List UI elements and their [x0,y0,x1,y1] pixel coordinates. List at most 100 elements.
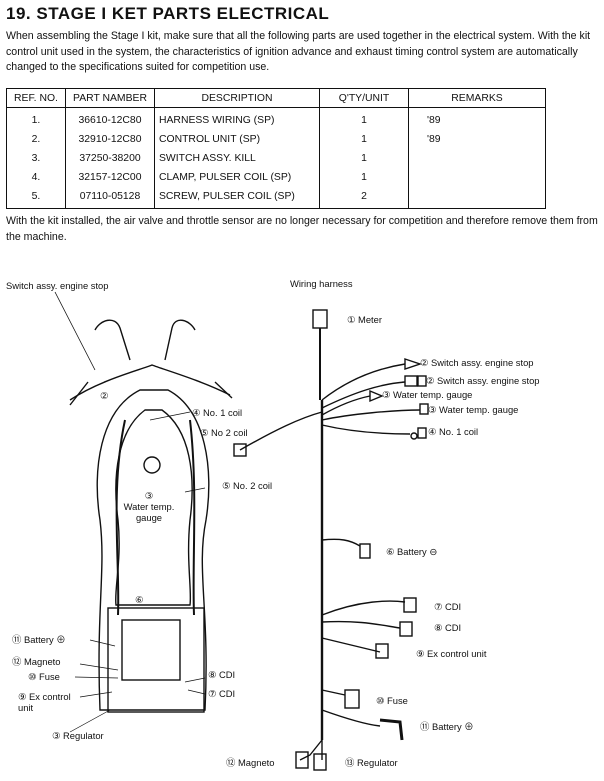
parts-table: REF. NO. PART NAMBER DESCRIPTION Q'TY/UN… [6,88,546,209]
callout-num: ② [420,357,429,368]
callout-text: No. 1 coil [203,407,243,418]
callout-text: Regulator [357,757,398,768]
note-paragraph: With the kit installed, the air valve an… [6,215,598,243]
col-qty: Q'TY/UNIT [319,88,409,108]
callout-num: ③ [144,490,154,501]
cell-qty: 1 [319,168,409,187]
cell-remarks: '89 [408,107,546,130]
label-cdi-8-right: ⑧ CDI [434,622,461,633]
callout-num: ⑧ [434,622,443,633]
callout-text: No 2 coil [211,427,248,438]
callout-text: No. 1 coil [439,426,479,437]
label-water-temp-1: ③ Water temp. gauge [382,389,472,400]
cell-qty: 1 [319,107,409,130]
cell-qty: 2 [319,187,409,209]
cell-part: 07110-05128 [65,187,155,209]
callout-text: Fuse [39,671,60,682]
cell-part: 37250-38200 [65,149,155,168]
cell-desc: SWITCH ASSY. KILL [154,149,320,168]
label-no1-coil: ④ No. 1 coil [192,407,242,418]
callout-text: Ex control unit [427,648,487,659]
label-regulator: ③ Regulator [52,730,104,741]
label-ex-control: ⑨ Ex control unit [18,691,88,713]
cell-ref: 4. [6,168,66,187]
callout-text: CDI [445,601,462,612]
callout-num: ⑤ [200,427,209,438]
cell-qty: 1 [319,130,409,149]
frame-outline [96,389,210,711]
callout-text: Regulator [63,730,104,741]
table-row: 4. 32157-12C00 CLAMP, PULSER COIL (SP) 1 [6,168,546,187]
callout-text: Switch assy. engine stop [437,375,540,386]
callout-num: ⑨ [416,648,425,659]
label-switch-assy: Switch assy. engine stop [6,280,109,291]
handlebar [69,364,231,401]
callout-text: Fuse [387,695,408,706]
callout-num: ⑬ [345,757,355,768]
callout-num: ⑨ [18,691,27,702]
callout-num: ⑧ [208,669,217,680]
callout-num: ③ [428,404,437,415]
page-title: 19. STAGE I KET PARTS ELECTRICAL [6,4,330,23]
col-ref-no: REF. NO. [6,88,66,108]
wiring-diagram [54,291,429,771]
table-row: 3. 37250-38200 SWITCH ASSY. KILL 1 [6,149,546,168]
callout-num: ⑫ [12,656,22,667]
label-no2-coil-a: ⑤ No 2 coil [200,427,248,438]
electrical-box [107,607,205,713]
cell-part: 32910-12C80 [65,130,155,149]
cell-remarks [408,187,546,209]
meter-connector [312,309,328,329]
callout-num: ③ [382,389,391,400]
callout-text: Switch assy. engine stop [431,357,534,368]
callout-text: Meter [358,314,382,325]
callout-text: Battery ⊖ [397,546,438,557]
callout-text: CDI [219,669,236,680]
callout-text: CDI [445,622,462,633]
label-meter: ① Meter [347,314,382,325]
label-regulator-right: ⑬ Regulator [345,757,398,768]
label-no2-coil-b: ⑤ No. 2 coil [222,480,272,491]
callout-text: Water temp. gauge [439,404,519,415]
label-wiring-harness: Wiring harness [290,278,353,289]
callout-text: Battery ⊕ [24,634,66,645]
label-no1-coil-right: ④ No. 1 coil [428,426,478,437]
label-cdi-7-right: ⑦ CDI [434,601,461,612]
col-remarks: REMARKS [408,88,546,108]
callout-num: ④ [428,426,437,437]
label-battery-neg: ⑥ Battery ⊖ [386,546,437,557]
cell-part: 32157-12C00 [65,168,155,187]
label-magneto-right: ⑫ Magneto [226,757,274,768]
label-water-temp: ③ Water temp. gauge [118,490,180,523]
table-row: 1. 36610-12C80 HARNESS WIRING (SP) 1 '89 [6,107,546,130]
callout-text: CDI [219,688,236,699]
cell-desc: CONTROL UNIT (SP) [154,130,320,149]
callout-num: ③ [52,730,61,741]
callout-text: Battery ⊕ [432,721,474,732]
cell-ref: 2. [6,130,66,149]
label-switch-1: ② Switch assy. engine stop [420,357,534,368]
callout-num: ② [426,375,435,386]
intro-paragraph: When assembling the Stage I kit, make su… [6,30,591,73]
label-ex-control-right: ⑨ Ex control unit [416,648,486,659]
table-row: 5. 07110-05128 SCREW, PULSER COIL (SP) 2 [6,187,546,209]
col-part-number: PART NAMBER [65,88,155,108]
col-description: DESCRIPTION [154,88,320,108]
cell-desc: HARNESS WIRING (SP) [154,107,320,130]
label-magneto: ⑫ Magneto [12,656,60,667]
table-header-row: REF. NO. PART NAMBER DESCRIPTION Q'TY/UN… [6,88,546,108]
cell-remarks: '89 [408,130,546,149]
callout-num: ⑩ [28,671,37,682]
label-callout-2: ② [100,390,109,401]
label-water-temp-2: ③ Water temp. gauge [428,404,518,415]
label-battery-pos: ⑪ Battery ⊕ [12,634,66,645]
label-fuse: ⑩ Fuse [28,671,60,682]
label-cdi-7: ⑦ CDI [208,688,235,699]
callout-num: ⑪ [420,721,430,732]
callout-text: Water temp. gauge [393,389,473,400]
callout-text: Magneto [24,656,61,667]
frame-inner [114,409,193,606]
cell-ref: 3. [6,149,66,168]
cell-desc: SCREW, PULSER COIL (SP) [154,187,320,209]
callout-text: No. 2 coil [233,480,273,491]
